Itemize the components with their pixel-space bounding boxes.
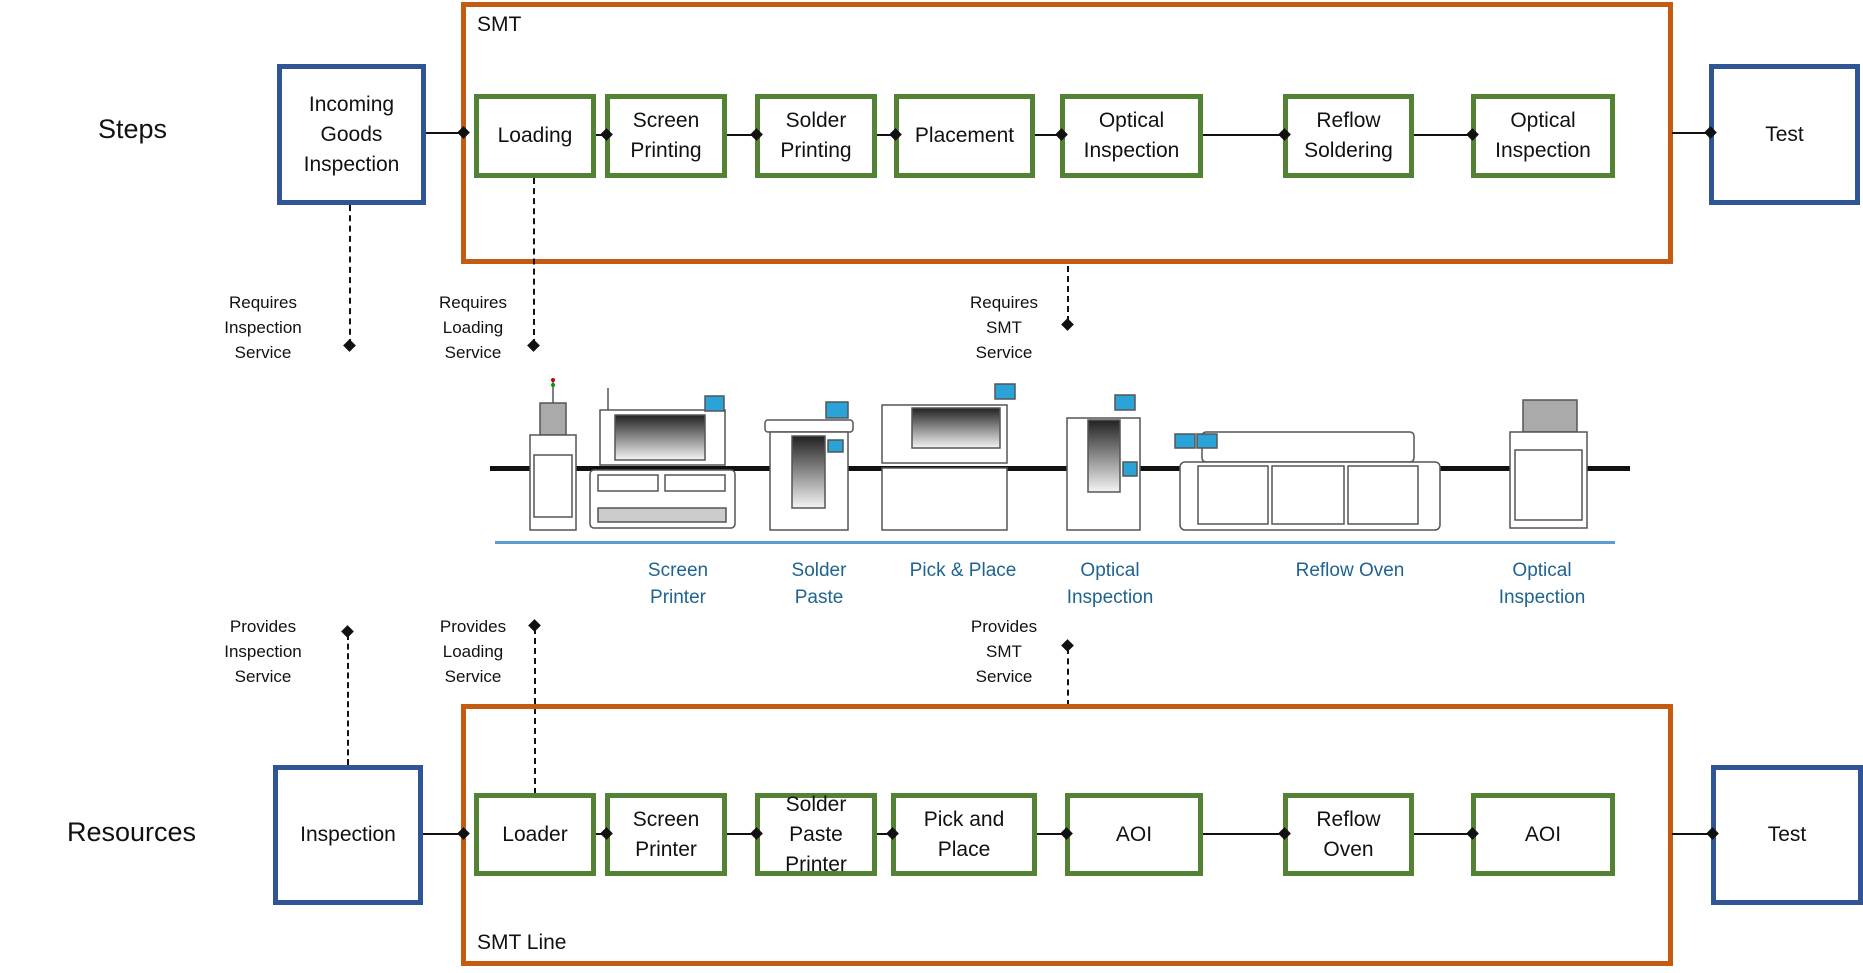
step-optical-inspection-2[interactable]: Optical Inspection bbox=[1471, 94, 1615, 178]
smt-line-group-label: SMT Line bbox=[477, 931, 567, 954]
resource-label: AOI bbox=[1115, 822, 1153, 846]
connector-line bbox=[1037, 833, 1066, 835]
requires-loading-label: Requires Loading Service bbox=[438, 293, 508, 362]
connector-line bbox=[1672, 132, 1710, 134]
machine-label-optical-inspection-2: Optical Inspection bbox=[1498, 560, 1586, 608]
machine-label-solder-paste: Solder Paste bbox=[791, 560, 847, 608]
resource-label: Inspection bbox=[300, 823, 396, 846]
inspection-resource[interactable]: Inspection bbox=[273, 765, 423, 905]
connector-line bbox=[1672, 833, 1712, 835]
resource-label: Reflow Oven bbox=[1316, 807, 1381, 861]
incoming-goods-inspection-step[interactable]: Incoming Goods Inspection bbox=[277, 64, 426, 205]
connector-line bbox=[877, 134, 895, 136]
resource-aoi-2[interactable]: AOI bbox=[1471, 793, 1615, 876]
requires-diamond-icon bbox=[343, 339, 356, 352]
floor-line bbox=[495, 541, 1615, 544]
connector-line bbox=[1203, 134, 1283, 136]
step-optical-inspection-1[interactable]: Optical Inspection bbox=[1060, 94, 1203, 178]
step-label: Optical Inspection bbox=[1083, 109, 1180, 162]
connector-line bbox=[1414, 134, 1472, 136]
resource-label: Pick and Place bbox=[923, 807, 1005, 861]
step-label: Loading bbox=[497, 124, 573, 147]
loader-machine-icon bbox=[529, 378, 577, 531]
machine-label-pick-and-place: Pick & Place bbox=[909, 560, 1017, 581]
resource-pick-and-place[interactable]: Pick and Place bbox=[891, 793, 1037, 876]
provides-dashed-line bbox=[1067, 648, 1069, 706]
screen-printer-machine-icon bbox=[589, 388, 736, 529]
step-loading[interactable]: Loading bbox=[474, 94, 596, 178]
connector-line bbox=[1035, 134, 1061, 136]
step-screen-printing[interactable]: Screen Printing bbox=[605, 94, 727, 178]
resource-label: Solder Paste Printer bbox=[785, 792, 847, 876]
provides-dashed-line bbox=[347, 634, 349, 765]
machine-label-reflow-oven: Reflow Oven bbox=[1295, 560, 1405, 581]
step-label: Placement bbox=[914, 124, 1015, 147]
step-label: Solder Printing bbox=[780, 109, 852, 162]
step-placement[interactable]: Placement bbox=[894, 94, 1035, 178]
optical-inspection-2-machine-icon bbox=[1509, 399, 1588, 529]
provides-dashed-line bbox=[534, 628, 536, 794]
step-label: Test bbox=[1765, 122, 1804, 146]
test-resource[interactable]: Test bbox=[1711, 765, 1863, 905]
provides-inspection-label: Provides Inspection Service bbox=[224, 617, 302, 686]
requires-dashed-line bbox=[349, 205, 351, 345]
requires-smt-label: Requires SMT Service bbox=[969, 293, 1039, 362]
reflow-oven-machine-icon bbox=[1174, 431, 1441, 531]
resource-label: Loader bbox=[502, 822, 568, 846]
step-label: Reflow Soldering bbox=[1304, 109, 1393, 162]
steps-row-label: Steps bbox=[98, 114, 168, 144]
provides-loading-label: Provides Loading Service bbox=[439, 617, 507, 686]
requires-dashed-line bbox=[533, 178, 535, 345]
resource-label: AOI bbox=[1524, 822, 1562, 846]
solder-paste-machine-icon bbox=[764, 401, 854, 531]
step-label: Optical Inspection bbox=[1495, 109, 1591, 162]
pick-and-place-machine-icon bbox=[881, 383, 1016, 531]
provides-smt-label: Provides SMT Service bbox=[970, 617, 1038, 686]
resource-aoi-1[interactable]: AOI bbox=[1065, 793, 1203, 876]
smt-line-illustration bbox=[490, 378, 1630, 544]
resource-screen-printer[interactable]: Screen Printer bbox=[605, 793, 727, 876]
smt-group-label: SMT bbox=[477, 13, 522, 36]
resource-solder-paste-printer[interactable]: Solder Paste Printer bbox=[755, 793, 877, 876]
conveyor-belt bbox=[490, 466, 1630, 471]
resource-reflow-oven[interactable]: Reflow Oven bbox=[1283, 793, 1414, 876]
connector-line bbox=[727, 833, 755, 835]
step-reflow-soldering[interactable]: Reflow Soldering bbox=[1283, 94, 1414, 178]
resource-label: Screen Printer bbox=[632, 807, 700, 861]
test-step[interactable]: Test bbox=[1709, 64, 1860, 205]
step-label: Incoming Goods Inspection bbox=[303, 92, 400, 176]
resource-label: Test bbox=[1767, 823, 1807, 846]
connector-line bbox=[426, 132, 466, 134]
connector-line bbox=[1203, 833, 1283, 835]
requires-dashed-line bbox=[1067, 266, 1069, 322]
resource-loader[interactable]: Loader bbox=[474, 793, 596, 876]
step-solder-printing[interactable]: Solder Printing bbox=[755, 94, 877, 178]
optical-inspection-machine-icon bbox=[1066, 394, 1141, 531]
requires-inspection-label: Requires Inspection Service bbox=[224, 293, 302, 362]
connector-line bbox=[877, 833, 892, 835]
connector-line bbox=[1414, 833, 1472, 835]
resources-row-label: Resources bbox=[67, 817, 197, 847]
machine-label-optical-inspection: Optical Inspection bbox=[1066, 560, 1154, 608]
connector-line bbox=[423, 833, 463, 835]
connector-line bbox=[727, 134, 755, 136]
machine-label-screen-printer: Screen Printer bbox=[647, 560, 709, 608]
step-label: Screen Printing bbox=[630, 109, 702, 162]
